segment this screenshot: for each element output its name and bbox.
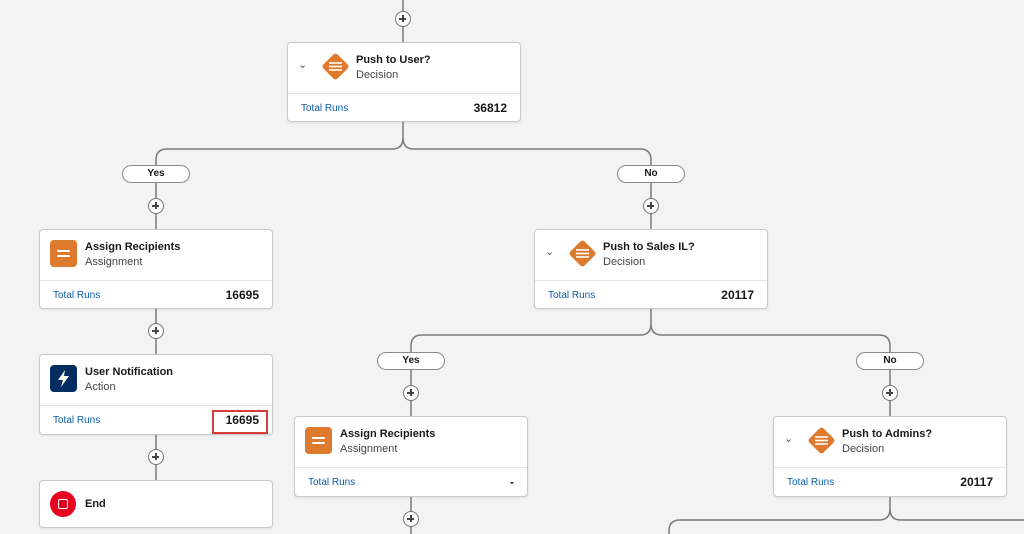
stop-icon [50, 491, 76, 517]
decision-icon [808, 427, 835, 454]
branch-label-no[interactable]: No [617, 165, 685, 183]
node-type: Decision [356, 69, 399, 81]
add-element-button[interactable] [643, 198, 659, 214]
chevron-down-icon[interactable]: ⌄ [545, 246, 555, 258]
total-runs-value: 16695 [225, 413, 259, 427]
total-runs-value: - [510, 475, 514, 489]
node-type: Assignment [340, 443, 398, 455]
add-element-button[interactable] [403, 385, 419, 401]
assignment-node-assign-recipients[interactable]: Assign Recipients Assignment Total Runs … [39, 229, 273, 309]
total-runs-label: Total Runs [787, 477, 835, 488]
branch-label-yes[interactable]: Yes [122, 165, 190, 183]
lightning-bolt-icon [50, 365, 77, 392]
add-element-button[interactable] [403, 511, 419, 527]
node-title: Push to Admins? [842, 428, 933, 440]
assignment-node-assign-recipients[interactable]: Assign Recipients Assignment Total Runs … [294, 416, 528, 497]
total-runs-label: Total Runs [53, 290, 101, 301]
total-runs-label: Total Runs [53, 415, 101, 426]
add-element-button[interactable] [148, 449, 164, 465]
node-type: Assignment [85, 256, 143, 268]
total-runs-value: 36812 [473, 101, 507, 115]
assignment-icon [50, 240, 77, 267]
node-type: Action [85, 381, 116, 393]
add-element-button[interactable] [395, 11, 411, 27]
end-node[interactable]: End [39, 480, 273, 528]
assignment-icon [305, 427, 332, 454]
decision-node-push-to-user[interactable]: ⌄ Push to User? Decision Total Runs 3681… [287, 42, 521, 122]
branch-label-yes[interactable]: Yes [377, 352, 445, 370]
total-runs-label: Total Runs [308, 477, 356, 488]
total-runs-label: Total Runs [548, 290, 596, 301]
node-title: Assign Recipients [85, 241, 181, 253]
branch-label-no[interactable]: No [856, 352, 924, 370]
decision-node-push-to-sales[interactable]: ⌄ Push to Sales IL? Decision Total Runs … [534, 229, 768, 309]
chevron-down-icon[interactable]: ⌄ [298, 59, 308, 71]
highlight-box [212, 410, 268, 434]
node-title: Push to Sales IL? [603, 241, 695, 253]
add-element-button[interactable] [148, 198, 164, 214]
decision-icon [569, 240, 596, 267]
total-runs-label: Total Runs [301, 103, 349, 114]
node-title: Assign Recipients [340, 428, 436, 440]
action-node-user-notification[interactable]: User Notification Action Total Runs 1669… [39, 354, 273, 435]
node-type: Decision [603, 256, 646, 268]
add-element-button[interactable] [882, 385, 898, 401]
total-runs-value: 20117 [721, 288, 754, 302]
chevron-down-icon[interactable]: ⌄ [784, 433, 794, 445]
node-type: Decision [842, 443, 885, 455]
decision-icon [322, 53, 349, 80]
node-title: User Notification [85, 366, 174, 378]
node-title: Push to User? [356, 54, 431, 66]
decision-node-push-to-admins[interactable]: ⌄ Push to Admins? Decision Total Runs 20… [773, 416, 1007, 497]
total-runs-value: 16695 [225, 288, 259, 302]
total-runs-value: 20117 [960, 475, 993, 489]
add-element-button[interactable] [148, 323, 164, 339]
node-title: End [85, 498, 106, 510]
